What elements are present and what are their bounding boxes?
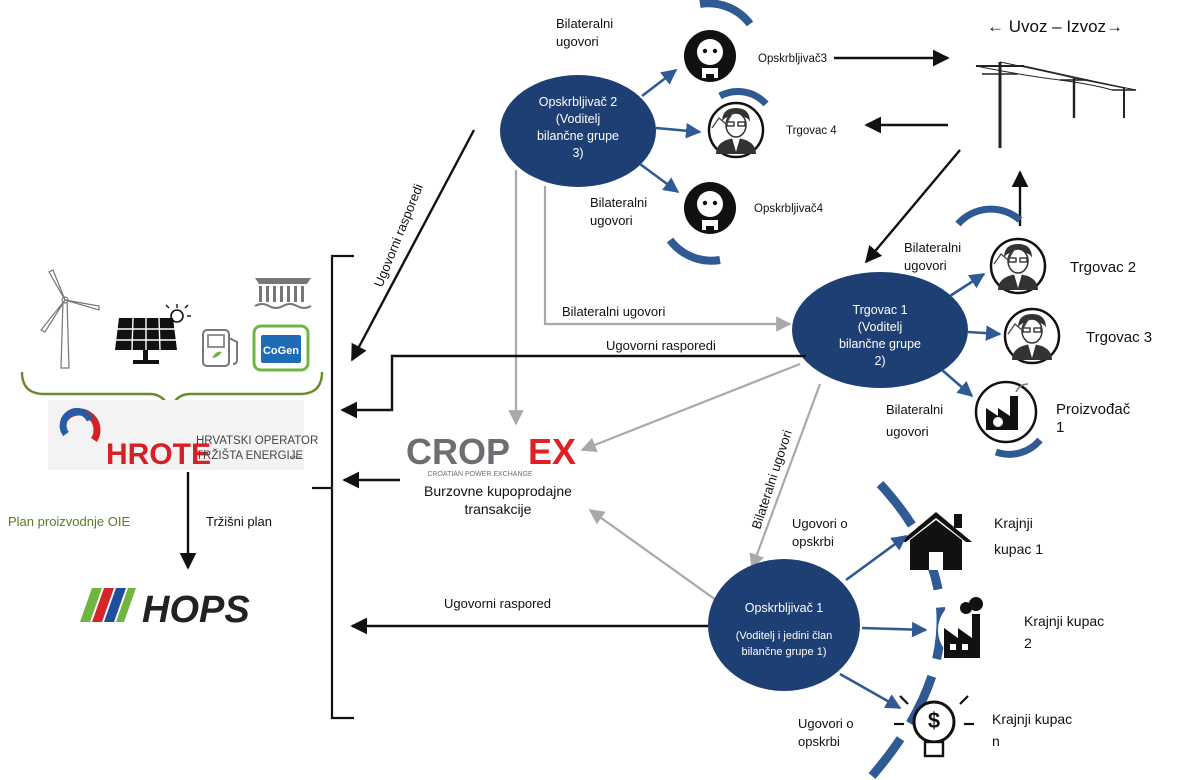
wind-turbine-icon	[40, 269, 100, 369]
s2-to-supplier4-arrow	[639, 162, 680, 194]
bilateral-t1-top-2: ugovori	[904, 258, 947, 273]
producer1-line2: 1	[1056, 419, 1064, 436]
hrote-logo: HROTE HRVATSKI OPERATOR TRŽIŠTA ENERGIJE…	[48, 400, 318, 471]
trader2-label: Trgovac 2	[1070, 259, 1136, 276]
cropex-logo: CROP EX CROATIAN POWER EXCHANGE	[406, 431, 576, 478]
hrote-suffix: d.o.o.	[290, 455, 303, 461]
s2-to-trader1-arrow	[543, 186, 792, 332]
supply-bottom-2: opskrbi	[798, 734, 840, 749]
grid-to-trader1-arrow	[864, 149, 961, 264]
trader1-line2: (Voditelj	[858, 320, 902, 334]
s1-to-customern-arrow	[839, 672, 902, 710]
end-customer1-line1: Krajnji	[994, 515, 1033, 531]
supplier2-line1: Opskrbljivač 2	[539, 95, 618, 109]
supply-top-2: opskrbi	[792, 534, 834, 549]
t1-to-supplier1-arrow	[749, 383, 822, 570]
bilateral-t1-bottom-1: Bilateralni	[886, 402, 943, 417]
supplier1-line1: Opskrbljivač 1	[745, 601, 824, 615]
schedules-diagonal-arrow	[350, 129, 476, 362]
supplier2-line4: 3)	[572, 146, 583, 160]
exchange-transactions-1: Burzovne kupoprodajne	[424, 483, 572, 499]
hops-text: HOPS	[142, 589, 250, 631]
producer1-line1: Proizvođač	[1056, 401, 1131, 418]
power-line-icon	[975, 61, 1137, 148]
biogas-pump-icon	[202, 329, 238, 367]
cropex-tagline: CROATIAN POWER EXCHANGE	[427, 471, 533, 478]
supplier2-node[interactable]: Opskrbljivač 2 (Voditelj bilančne grupe …	[500, 75, 656, 187]
trader1-node[interactable]: Trgovac 1 (Voditelj bilančne grupe 2)	[792, 272, 968, 388]
hrote-line1: HRVATSKI OPERATOR	[196, 435, 318, 447]
left-bracket	[312, 254, 354, 720]
supplier3-label: Opskrbljivač3	[758, 53, 827, 65]
supply-top-1: Ugovori o	[792, 516, 848, 531]
hops-logo: HOPS	[80, 588, 250, 631]
trader2-arc	[955, 205, 1023, 227]
contract-schedule-label: Ugovorni raspored	[444, 596, 551, 611]
hrote-mark: HROTE	[106, 438, 211, 471]
bilateral-mid-1: Bilateralni	[590, 195, 647, 210]
factory-icon	[974, 380, 1038, 444]
trader3-label: Trgovac 3	[1086, 329, 1152, 346]
power-socket-icon	[684, 30, 736, 82]
trader-icon	[1003, 307, 1061, 365]
supplier2-line3: bilančne grupe	[537, 129, 619, 143]
trader-icon	[989, 237, 1047, 295]
factory-icon	[938, 597, 1002, 662]
end-customern-line1: Krajnji kupac	[992, 711, 1072, 727]
s2-to-trader4-arrow	[655, 122, 702, 139]
t1-to-trader3-arrow	[967, 325, 1002, 341]
hydro-dam-icon	[254, 278, 312, 309]
t1-to-trader2-arrow	[949, 272, 986, 298]
trader1-line3: bilančne grupe	[839, 337, 921, 351]
end-customer1-line2: kupac 1	[994, 541, 1043, 557]
end-customer2-line2: 2	[1024, 635, 1032, 651]
bilateral-t1-top-1: Bilateralni	[904, 240, 961, 255]
trader-icon	[707, 101, 765, 159]
bilateral-top-2: ugovori	[556, 34, 599, 49]
supplier1-line2: (Voditelj i jedini član	[736, 630, 833, 642]
import-export-label: ← Uvoz – Izvoz→	[987, 17, 1123, 36]
cogen-icon: CoGen	[252, 324, 310, 372]
trader4-arc	[718, 88, 769, 107]
cropex-part2: EX	[528, 431, 576, 472]
bilateral-t1-bottom-2: ugovori	[886, 424, 929, 439]
schedules-horizontal-arrow	[340, 354, 806, 419]
power-socket-icon	[684, 182, 736, 234]
end-customer2-line1: Krajnji kupac	[1024, 613, 1104, 629]
supply-bottom-1: Ugovori o	[798, 716, 854, 731]
producer-arc	[994, 437, 1043, 458]
supplier3-arc	[700, 3, 750, 24]
supplier4-arc	[670, 240, 720, 261]
trader1-line4: 2)	[874, 354, 885, 368]
hrote-line2: TRŽIŠTA ENERGIJE	[196, 449, 303, 462]
trader1-line1: Trgovac 1	[852, 303, 907, 317]
t1-to-producer-arrow	[941, 369, 974, 398]
oie-plan-label: Plan proizvodnje OIE	[8, 514, 130, 529]
s2-to-supplier3-arrow	[641, 68, 678, 98]
cogen-label: CoGen	[263, 345, 299, 357]
t1-to-cropex-arrow	[580, 362, 801, 453]
trader4-label: Trgovac 4	[786, 125, 837, 137]
s1-to-customer2-arrow	[861, 621, 928, 638]
market-plan-label: Tržišni plan	[206, 514, 272, 529]
supplier2-line2: (Voditelj	[556, 112, 600, 126]
s1-to-customer1-arrow	[845, 534, 908, 582]
bilateral-top-1: Bilateralni	[556, 16, 613, 31]
supplier1-node[interactable]: Opskrbljivač 1 (Voditelj i jedini član b…	[708, 559, 860, 691]
solar-panel-icon	[115, 304, 191, 364]
s1-to-cropex-arrow	[588, 509, 717, 601]
supplier4-label: Opskrbljivač4	[754, 203, 824, 215]
end-customern-line2: n	[992, 733, 1000, 749]
supplier1-line3: bilančne grupe 1)	[741, 646, 826, 658]
exchange-transactions-2: transakcije	[465, 501, 532, 517]
bilateral-mid-2: ugovori	[590, 213, 633, 228]
svg-text:$: $	[928, 708, 940, 733]
cropex-part1: CROP	[406, 431, 510, 472]
lightbulb-icon: $	[894, 695, 974, 758]
bilateral-horizontal-label: Bilateralni ugovori	[562, 304, 665, 319]
contract-schedules-h-label: Ugovorni rasporedi	[606, 338, 716, 353]
